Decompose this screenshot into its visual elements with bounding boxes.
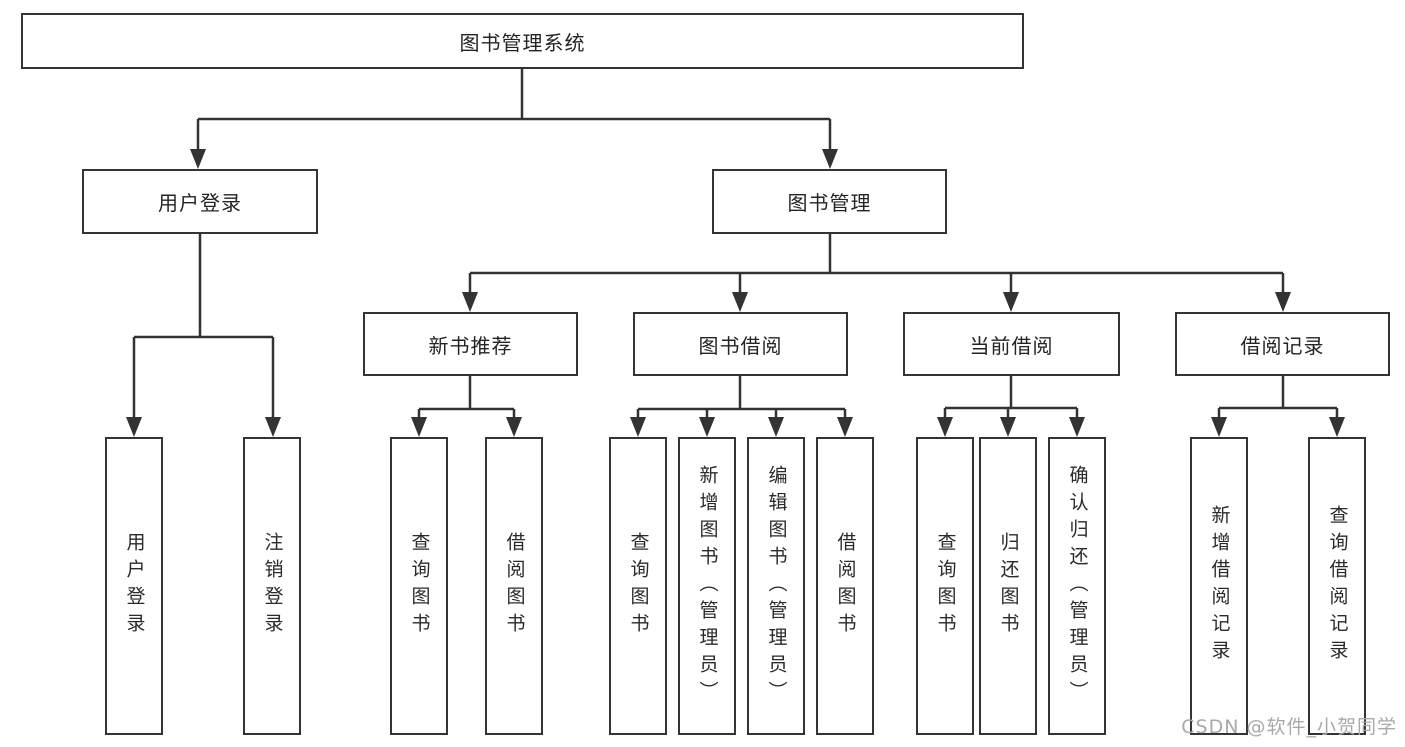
connector-records-to-leaves bbox=[1217, 376, 1339, 419]
csdn-watermark: CSDN @软件_小贺同学 bbox=[1181, 716, 1397, 738]
connector-borrow-to-leaves bbox=[636, 376, 847, 419]
leaf-label: 注销登录 bbox=[261, 532, 284, 640]
node-label: 图书借阅 bbox=[698, 333, 783, 358]
node-label: 图书管理系统 bbox=[459, 30, 586, 55]
leaf-label: 用户登录 bbox=[123, 532, 146, 640]
node-current-borrowing: 当前借阅 bbox=[903, 312, 1120, 376]
leaf-label: 查询图书 bbox=[627, 532, 650, 640]
connector-newbooks-to-leaves bbox=[417, 376, 516, 419]
connector-userlogin-to-leaves bbox=[132, 234, 275, 419]
leaf-query-borrow-record: 查询借阅记录 bbox=[1308, 437, 1366, 735]
node-book-management: 图书管理 bbox=[712, 169, 947, 234]
leaf-label: 查询图书 bbox=[408, 532, 431, 640]
leaf-query-books-borrowing: 查询图书 bbox=[609, 437, 667, 735]
leaf-label: 确认归还（管理员） bbox=[1066, 464, 1089, 708]
leaf-edit-books-admin: 编辑图书（管理员） bbox=[747, 437, 805, 735]
arrowheads-userlogin-leaves bbox=[126, 417, 281, 437]
leaf-add-books-admin: 新增图书（管理员） bbox=[678, 437, 736, 735]
node-label: 当前借阅 bbox=[969, 333, 1054, 358]
arrowheads-newbooks-leaves bbox=[411, 417, 522, 437]
node-new-book-recommend: 新书推荐 bbox=[363, 312, 578, 376]
leaf-confirm-return-admin: 确认归还（管理员） bbox=[1048, 437, 1106, 735]
arrowheads-level2 bbox=[190, 149, 838, 169]
node-borrowing-records: 借阅记录 bbox=[1175, 312, 1390, 376]
leaf-label: 新增借阅记录 bbox=[1208, 505, 1231, 667]
leaf-borrow-books: 借阅图书 bbox=[816, 437, 874, 735]
arrowheads-records-leaves bbox=[1211, 417, 1345, 437]
leaf-logout: 注销登录 bbox=[243, 437, 301, 735]
arrowheads-level3 bbox=[462, 292, 1291, 312]
leaf-label: 新增图书（管理员） bbox=[696, 464, 719, 708]
leaf-query-books-current: 查询图书 bbox=[916, 437, 974, 735]
node-library-management-system: 图书管理系统 bbox=[21, 13, 1024, 69]
leaf-label: 查询图书 bbox=[934, 532, 957, 640]
leaf-user-login: 用户登录 bbox=[105, 437, 163, 735]
connector-current-to-leaves bbox=[943, 376, 1079, 419]
leaf-add-borrow-record: 新增借阅记录 bbox=[1190, 437, 1248, 735]
connector-root-to-level2 bbox=[196, 69, 832, 151]
connector-bookmgmt-to-level3 bbox=[468, 234, 1285, 294]
arrowheads-current-leaves bbox=[937, 417, 1085, 437]
node-user-login: 用户登录 bbox=[82, 169, 318, 234]
leaf-borrow-books-recommend: 借阅图书 bbox=[485, 437, 543, 735]
leaf-label: 借阅图书 bbox=[834, 532, 857, 640]
leaf-query-books-recommend: 查询图书 bbox=[390, 437, 448, 735]
leaf-label: 归还图书 bbox=[997, 532, 1020, 640]
leaf-label: 借阅图书 bbox=[503, 532, 526, 640]
arrowheads-borrow-leaves bbox=[630, 417, 853, 437]
leaf-label: 查询借阅记录 bbox=[1326, 505, 1349, 667]
node-book-borrowing: 图书借阅 bbox=[633, 312, 848, 376]
node-label: 新书推荐 bbox=[428, 333, 513, 358]
node-label: 用户登录 bbox=[158, 191, 242, 215]
node-label: 图书管理 bbox=[787, 191, 872, 215]
leaf-return-books: 归还图书 bbox=[979, 437, 1037, 735]
leaf-label: 编辑图书（管理员） bbox=[765, 464, 788, 708]
node-label: 借阅记录 bbox=[1240, 333, 1325, 358]
